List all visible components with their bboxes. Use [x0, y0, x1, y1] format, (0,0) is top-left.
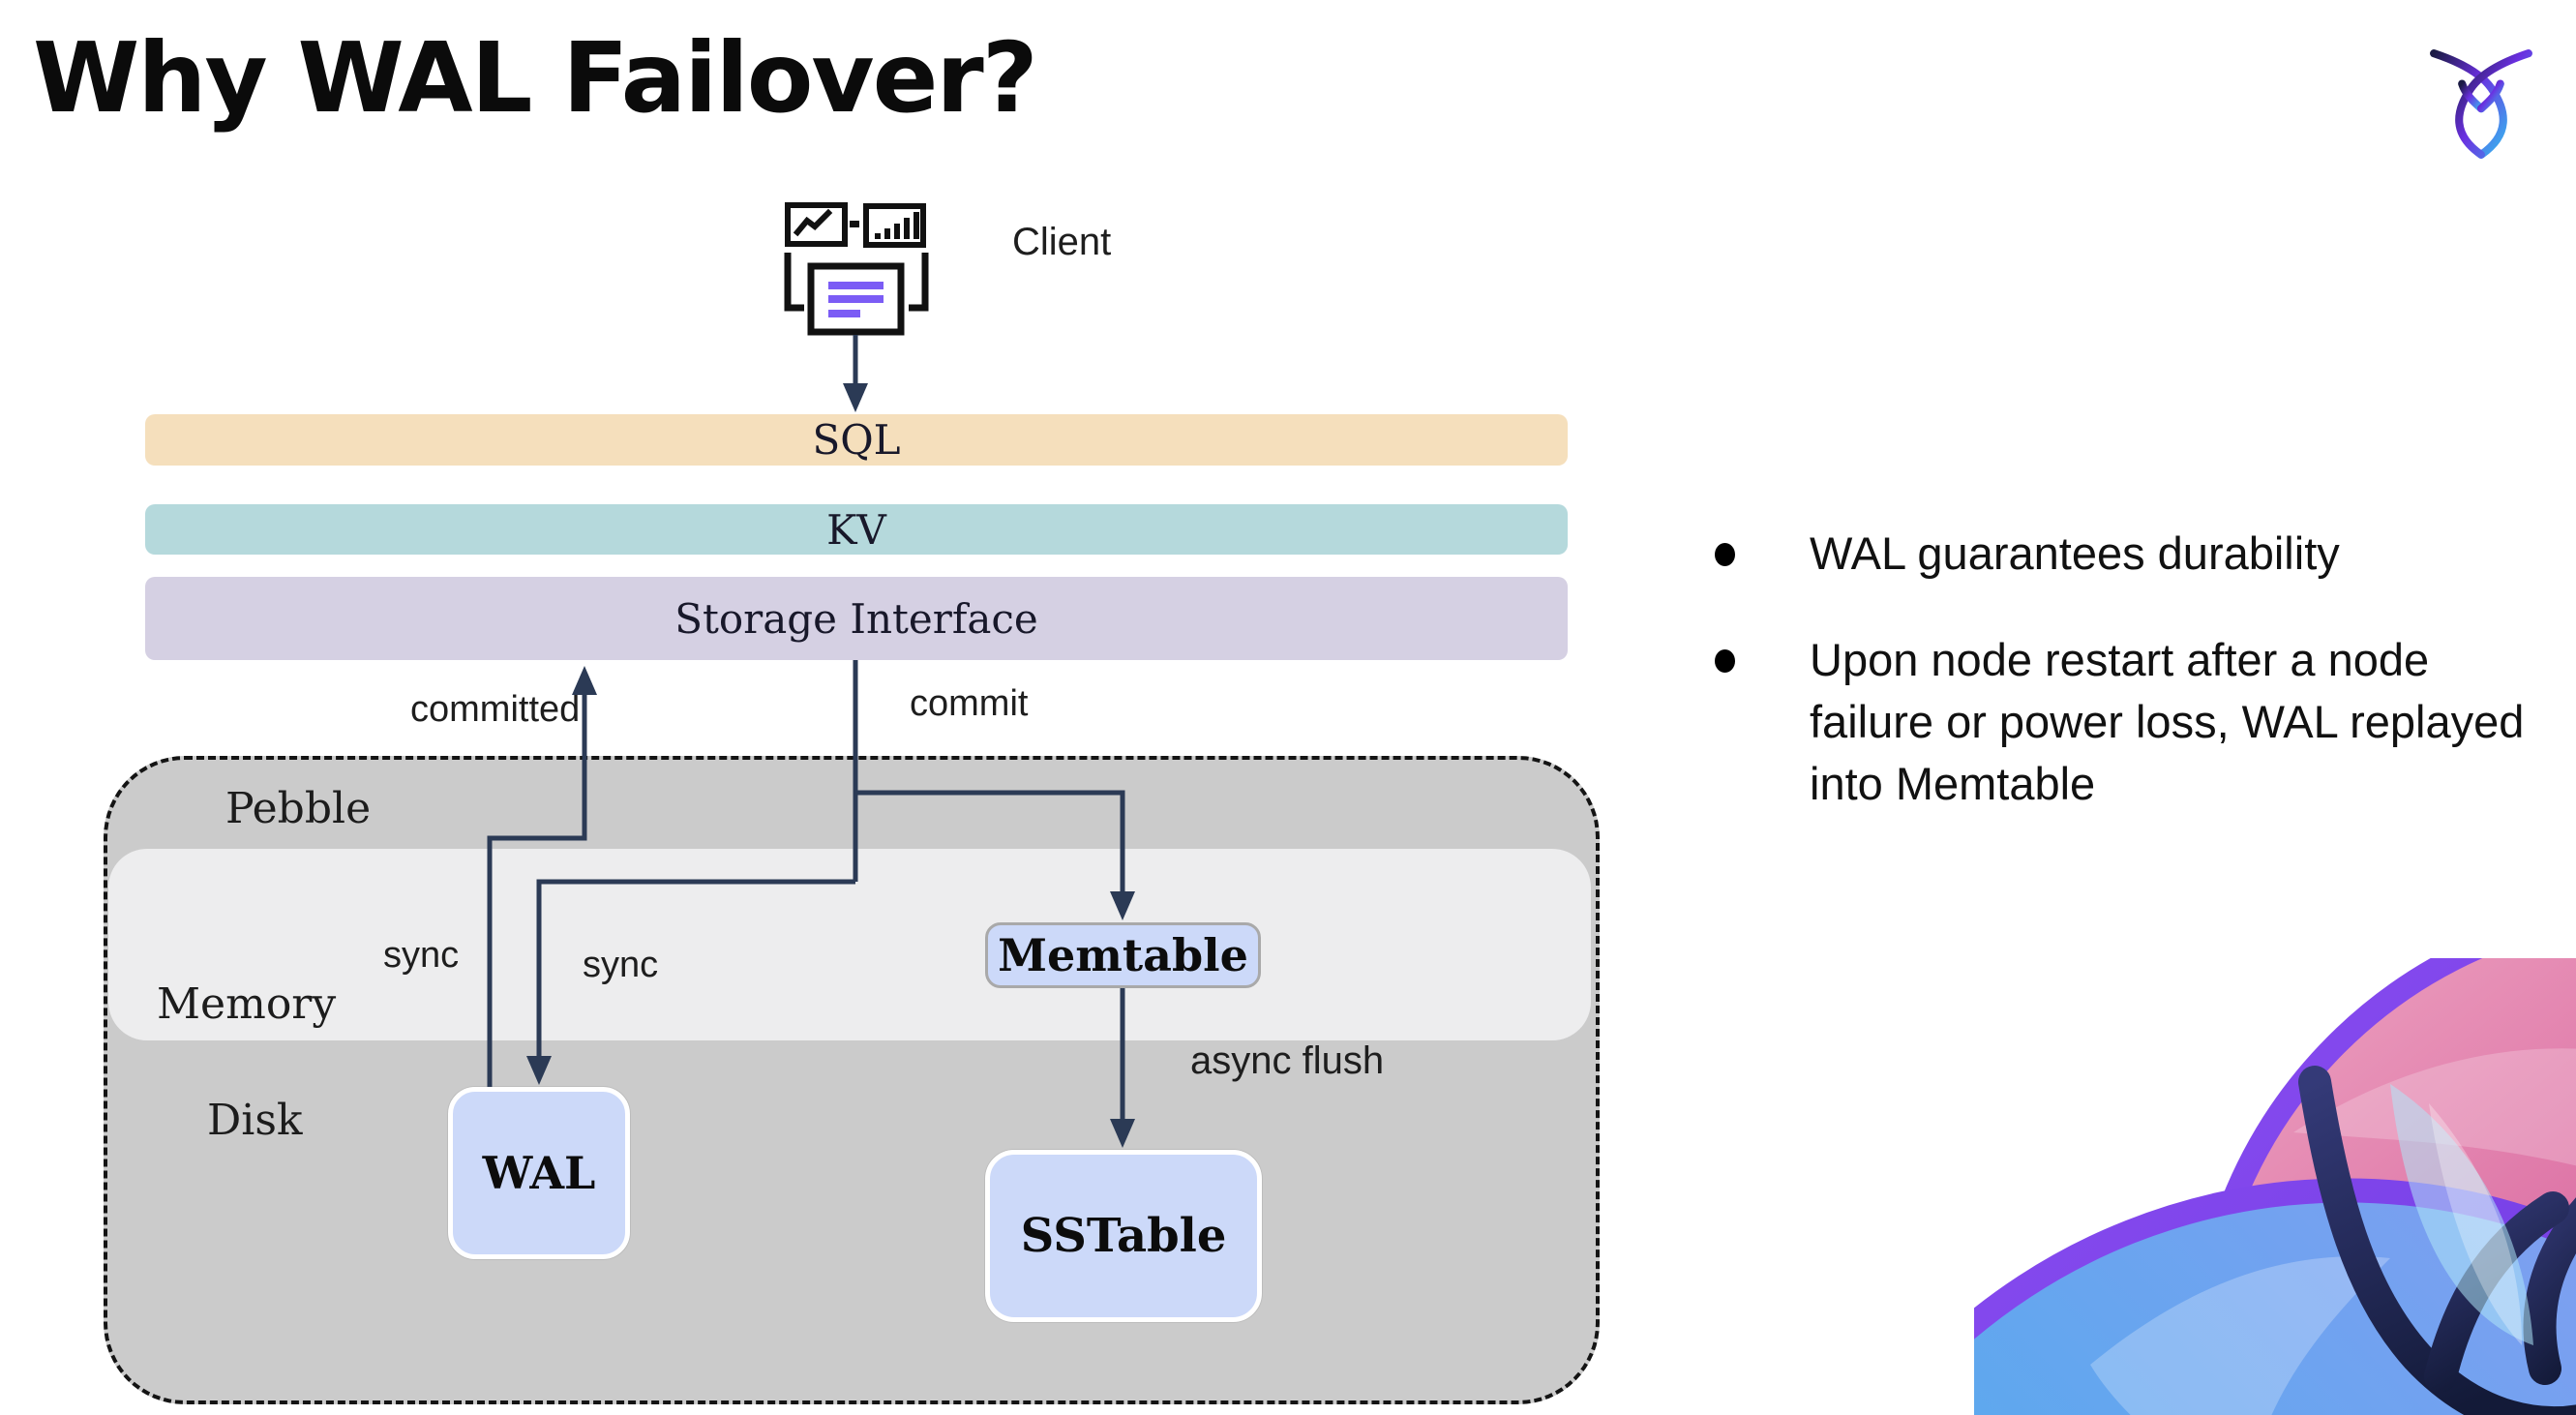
page-title: Why WAL Failover?: [33, 21, 1038, 135]
edge-label-sync-branch: sync: [583, 945, 659, 985]
bullet-list: WAL guarantees durability Upon node rest…: [1703, 523, 2537, 815]
line-chart-icon: [785, 202, 848, 247]
brand-artwork: [1974, 958, 2576, 1415]
arrow-sync-to-wal: [536, 879, 855, 1061]
node-memtable: Memtable: [985, 922, 1261, 988]
list-item: Upon node restart after a node failure o…: [1703, 629, 2537, 815]
bracket-right: [909, 253, 929, 312]
memtable-label: Memtable: [998, 929, 1248, 981]
list-item: WAL guarantees durability: [1703, 523, 2537, 585]
node-wal: WAL: [448, 1087, 630, 1259]
bullet-dot-icon: [1703, 523, 1810, 566]
disk-label: Disk: [207, 1096, 303, 1145]
client-label: Client: [1012, 221, 1112, 263]
layer-kv: KV: [145, 504, 1568, 555]
arrowhead-up-storage: [572, 666, 597, 695]
bracket-left: [784, 253, 804, 312]
layer-sql-label: SQL: [812, 416, 901, 464]
pebble-label: Pebble: [225, 784, 372, 833]
edge-label-committed: committed: [410, 689, 581, 730]
bar-chart-icon: [863, 203, 926, 248]
layer-storage-label: Storage Interface: [674, 594, 1038, 643]
sstable-label: SSTable: [1020, 1209, 1227, 1263]
arrow-committed-to-storage: [487, 691, 587, 1087]
layer-storage-interface: Storage Interface: [145, 577, 1568, 660]
edge-label-commit: commit: [910, 683, 1029, 724]
cockroachdb-logo-icon: [2424, 39, 2538, 163]
bullet-text-2: Upon node restart after a node failure o…: [1810, 633, 2525, 809]
bullet-text-1: WAL guarantees durability: [1810, 527, 2340, 579]
layer-sql: SQL: [145, 414, 1568, 466]
memory-label: Memory: [157, 979, 337, 1029]
wal-label: WAL: [482, 1147, 596, 1199]
node-sstable: SSTable: [985, 1150, 1262, 1322]
dash-connector: [850, 221, 859, 227]
edge-label-sync-wal: sync: [383, 935, 460, 976]
client-icon: [774, 196, 939, 342]
bullet-dot-icon: [1703, 629, 1810, 673]
arrowhead-down-memtable: [1110, 891, 1135, 920]
arrowhead-down-sql: [843, 383, 868, 412]
edge-label-async-flush: async flush: [1190, 1039, 1385, 1082]
arrowhead-down-wal: [526, 1056, 552, 1085]
document-icon: [807, 262, 905, 336]
layer-kv-label: KV: [826, 505, 886, 554]
arrow-commit-to-memtable: [855, 790, 1125, 896]
arrowhead-down-sstable: [1110, 1119, 1135, 1148]
